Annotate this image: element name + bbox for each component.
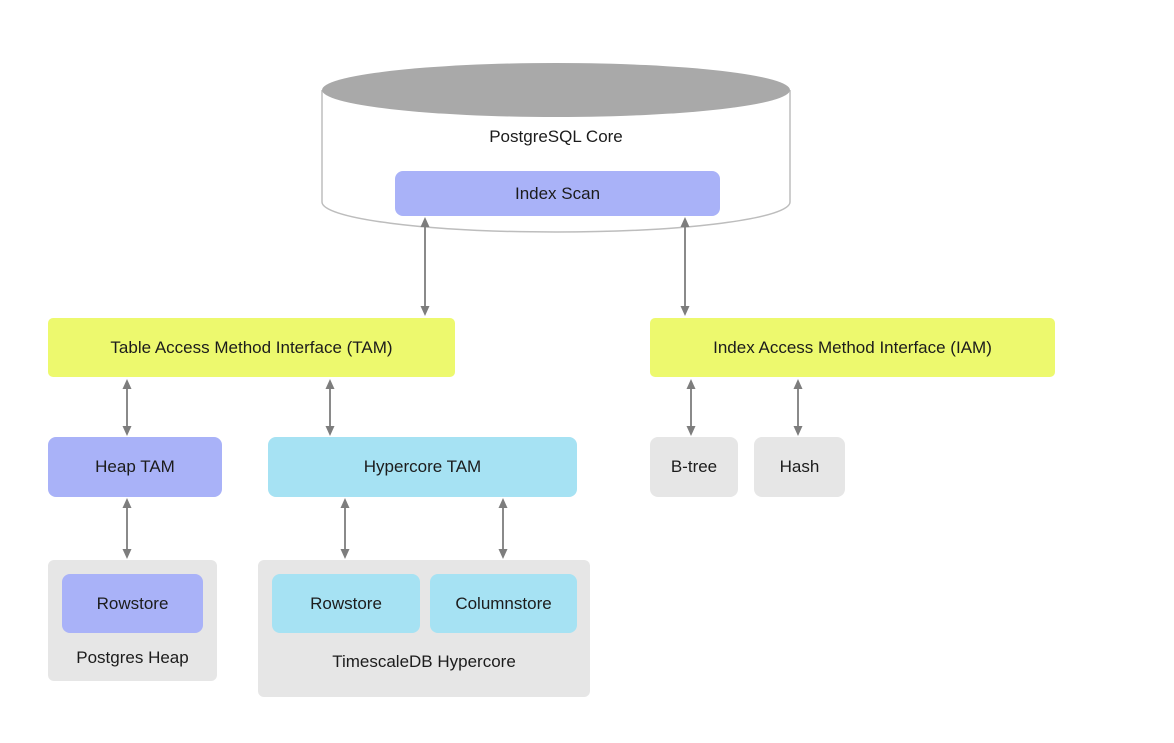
hash-box: Hash <box>754 437 845 497</box>
iam-interface-box: Index Access Method Interface (IAM) <box>650 318 1055 377</box>
connector-arrows <box>122 217 803 559</box>
index-scan-box: Index Scan <box>395 171 720 216</box>
hypercore-rowstore-box: Rowstore <box>272 574 420 633</box>
heap-tam-box: Heap TAM <box>48 437 222 497</box>
tam-interface-box: Table Access Method Interface (TAM) <box>48 318 455 377</box>
heap-rowstore-box: Rowstore <box>62 574 203 633</box>
btree-box: B-tree <box>650 437 738 497</box>
timescaledb-hypercore-label: TimescaleDB Hypercore <box>332 652 516 671</box>
postgresql-core-label: PostgreSQL Core <box>489 127 623 146</box>
postgres-heap-label: Postgres Heap <box>76 648 189 667</box>
hypercore-columnstore-box: Columnstore <box>430 574 577 633</box>
hypercore-tam-box: Hypercore TAM <box>268 437 577 497</box>
